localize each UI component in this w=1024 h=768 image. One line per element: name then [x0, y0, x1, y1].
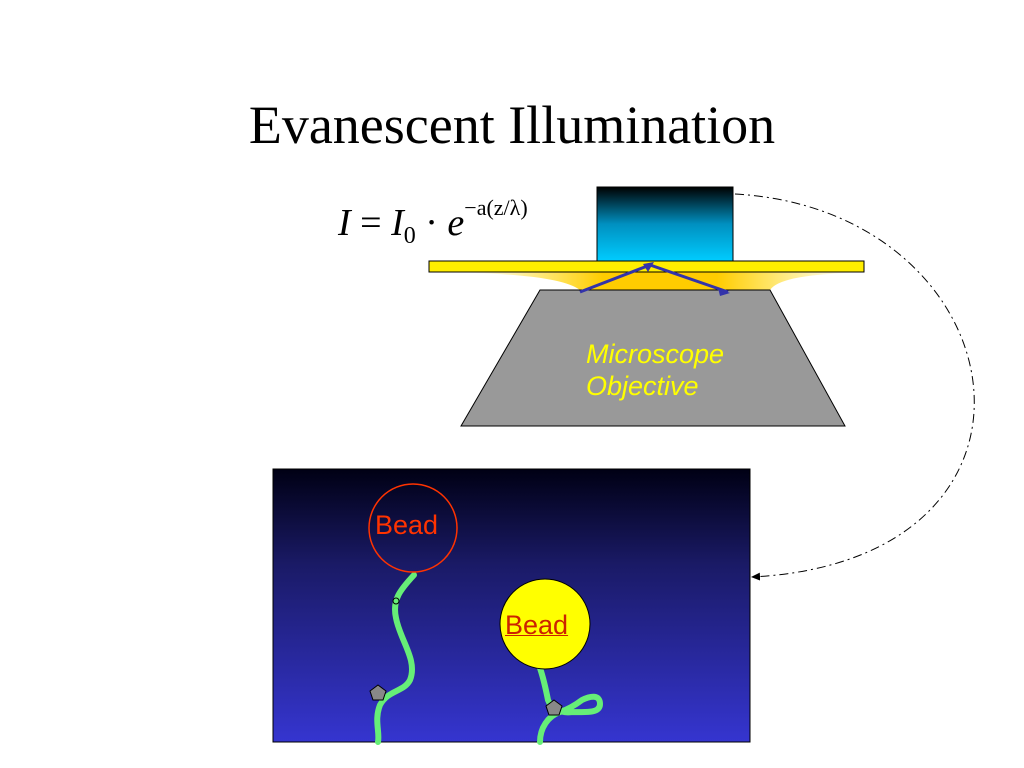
microscope-objective	[460, 289, 846, 427]
beam-arrow-icon	[643, 262, 654, 272]
formula-dot: ·	[425, 202, 438, 244]
objective-label: Microscope Objective	[586, 338, 724, 402]
beam-arrow-icon	[718, 288, 730, 296]
bead-filled	[499, 578, 591, 670]
formula-e: e	[447, 202, 465, 244]
bead-label: Bead	[375, 510, 439, 540]
formula-equals: =	[360, 202, 382, 244]
objective-label-line2: Objective	[586, 371, 699, 401]
tether-marker-icon	[392, 597, 400, 605]
anchor-pentagon-icon	[369, 684, 387, 701]
bead-label: Bead	[505, 610, 569, 640]
sample-cube	[596, 186, 734, 262]
immersion-oil	[470, 272, 850, 290]
intensity-formula: I = I0 · e−a(z/λ)	[338, 197, 528, 249]
formula-exponent: −a(z/λ)	[464, 195, 528, 220]
formula-lhs: I	[338, 202, 351, 244]
formula-base: I	[391, 202, 404, 244]
tether-strand	[374, 572, 417, 745]
bead-outline	[368, 483, 458, 573]
formula-subscript: 0	[403, 223, 416, 249]
anchor-pentagon-icon	[545, 699, 563, 716]
objective-label-line1: Microscope	[586, 339, 725, 369]
zoom-connector-arrow	[734, 193, 975, 581]
page-title: Evanescent Illumination	[248, 95, 776, 155]
